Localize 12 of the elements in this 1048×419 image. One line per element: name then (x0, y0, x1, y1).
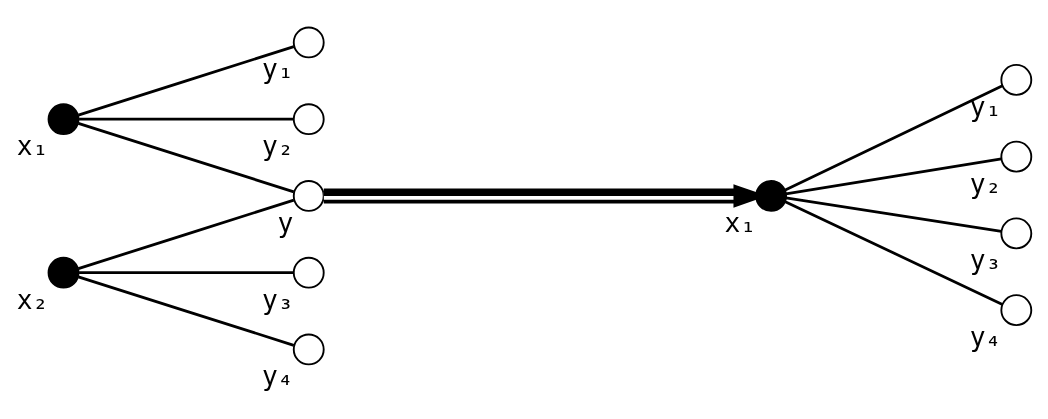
node-label: y₃ (969, 244, 1002, 275)
node-label: x₁ (724, 207, 756, 238)
node-label: y (277, 207, 294, 238)
node-label: y₁ (262, 53, 294, 84)
node-label: y₂ (969, 168, 1002, 199)
node-label: y₄ (969, 321, 1002, 352)
node-label: y₂ (262, 130, 294, 161)
node-label: y₄ (262, 360, 294, 391)
node-label: x₁ (16, 130, 49, 161)
node-label: x₂ (16, 284, 49, 315)
node-label: y₃ (262, 284, 294, 315)
node-label: y₁ (969, 91, 1002, 122)
